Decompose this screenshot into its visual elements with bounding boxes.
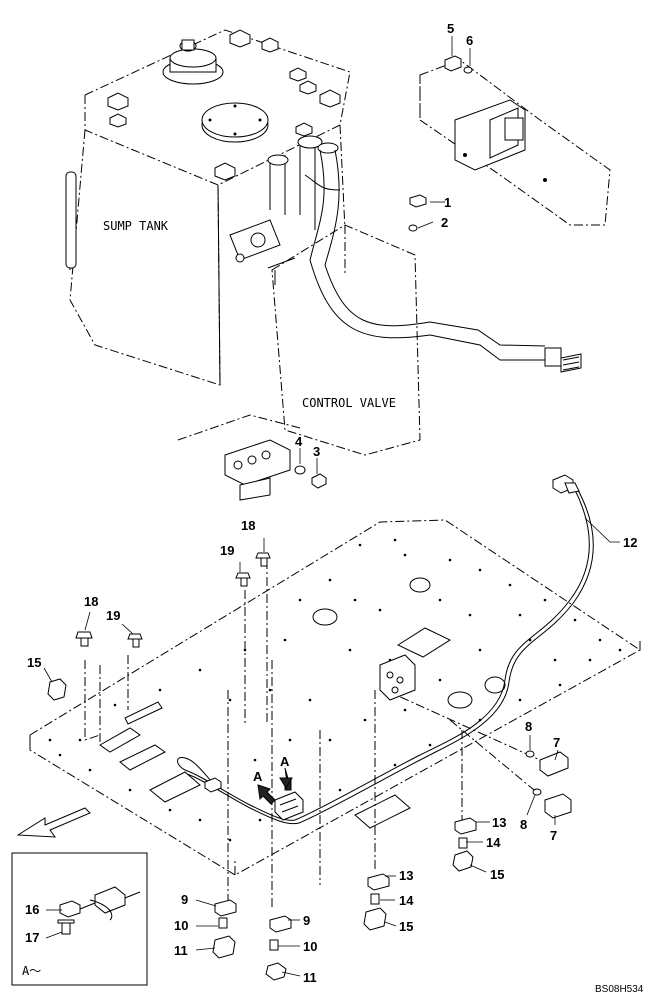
drawing-code: BS08H534 [595,984,644,995]
o-ring-2 [408,224,418,232]
front-direction-arrow [16,807,91,838]
detail-a-box [11,852,148,986]
manifold-block [177,414,327,501]
part-label-13a: 13 [492,815,506,830]
part-label-15b: 15 [490,867,504,882]
sump-tank [65,29,582,386]
part-label-4: 4 [295,434,303,449]
part-label-14a: 14 [486,835,501,850]
part-label-8a: 8 [525,719,532,734]
plug-1 [409,194,427,208]
part-label-3: 3 [313,444,320,459]
part-label-1: 1 [444,195,451,210]
part-label-11b: 11 [303,970,317,985]
part-label-10b: 10 [303,939,317,954]
small-parts [47,552,572,981]
view-a-arrows [257,767,293,805]
part-label-19b: 19 [106,608,120,623]
control-valve-label: CONTROL VALVE [302,396,396,410]
part-label-12: 12 [623,535,637,550]
leader-lines [43,36,620,977]
wire-harness-12 [177,474,594,825]
control-valve [271,224,421,456]
detail-a-caption: A～ [22,964,41,978]
part-label-5: 5 [447,21,454,36]
part-label-7a: 7 [553,735,560,750]
part-label-18b: 18 [84,594,98,609]
part-label-8b: 8 [520,817,527,832]
part-label-6: 6 [466,33,473,48]
part-label-13b: 13 [399,868,413,883]
floor-plate [29,519,641,910]
part-label-9a: 9 [181,892,188,907]
part-label-9b: 9 [303,913,310,928]
part-label-15c: 15 [399,919,413,934]
sump-tank-label: SUMP TANK [103,219,169,233]
part-label-19a: 19 [220,543,234,558]
part-label-14b: 14 [399,893,414,908]
part-label-17: 17 [25,930,39,945]
part-label-11a: 11 [174,943,188,958]
view-a-label-2: A [280,754,290,769]
upper-bracket-assembly [419,55,611,226]
part-label-15a: 15 [27,655,41,670]
part-label-7b: 7 [550,828,557,843]
part-label-16: 16 [25,902,39,917]
part-number-labels: 1 2 3 4 5 6 7 7 8 8 9 9 10 10 11 11 12 1… [25,21,637,985]
part-label-18a: 18 [241,518,255,533]
part-label-2: 2 [441,215,448,230]
view-a-label-1: A [253,769,263,784]
part-label-10a: 10 [174,918,188,933]
